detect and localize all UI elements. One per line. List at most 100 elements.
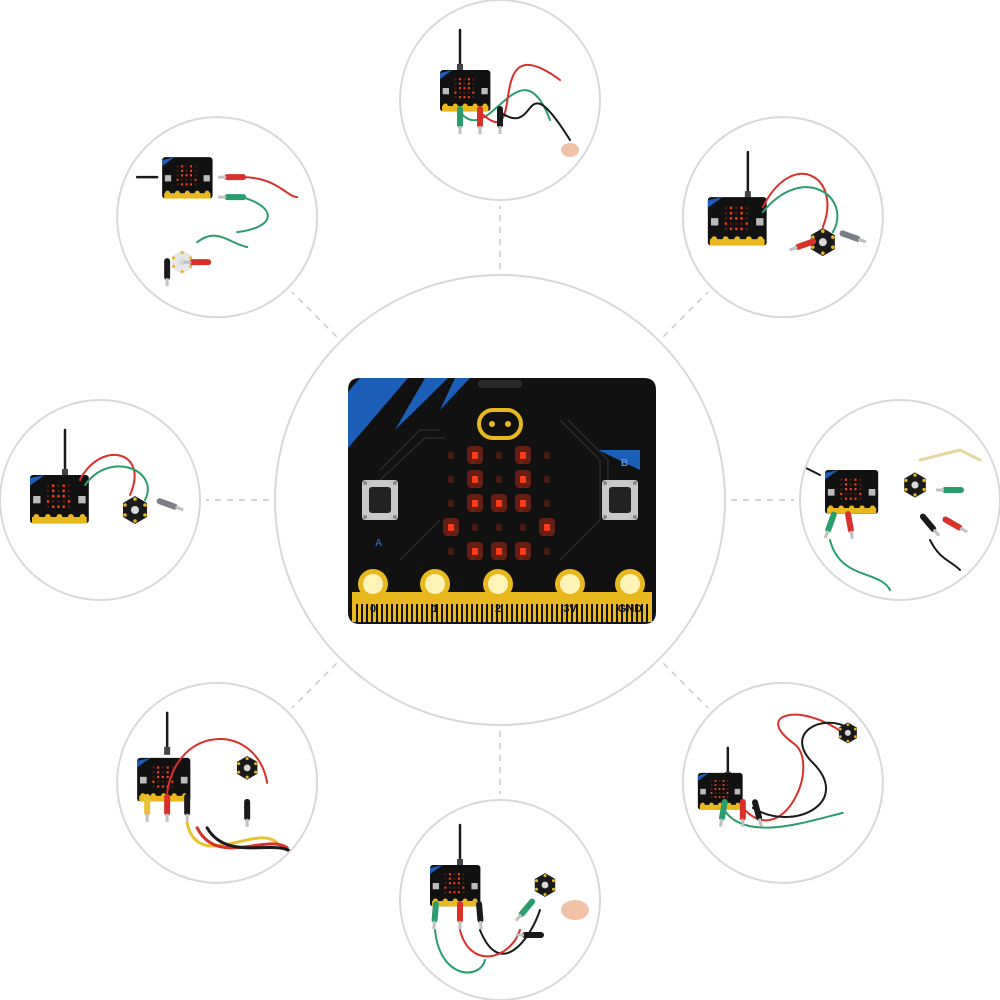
edge-tooth	[386, 604, 388, 622]
edge-tooth	[511, 604, 513, 622]
wire	[459, 929, 521, 958]
edge-tooth	[556, 604, 558, 622]
edge-tooth	[466, 604, 468, 622]
wire	[721, 806, 844, 829]
edge-tooth	[606, 604, 608, 622]
edge-tooth	[406, 604, 408, 622]
led-off	[448, 452, 454, 459]
led-on	[544, 524, 550, 531]
board-with-led-module	[135, 157, 299, 287]
edge-tooth	[456, 604, 458, 622]
finger	[561, 900, 589, 920]
pin-label: 3V	[563, 603, 577, 615]
edge-tooth	[636, 604, 638, 622]
edge-tooth	[521, 604, 523, 622]
circuit-traces	[379, 419, 609, 561]
pin-label: GND	[618, 603, 643, 615]
finger	[561, 143, 579, 157]
edge-tooth	[526, 604, 528, 622]
edge-tooth	[621, 604, 623, 622]
crocodile-clip	[457, 106, 463, 134]
mini-edge	[442, 106, 489, 112]
scene-left	[0, 399, 201, 601]
wire	[929, 539, 961, 571]
crocodile-clip	[497, 106, 503, 134]
edge-tooth	[641, 604, 643, 622]
pin-label: 1	[432, 603, 438, 615]
scene-circle	[799, 399, 1000, 601]
microbit-logo	[477, 408, 523, 440]
led-on	[520, 500, 526, 507]
wire	[761, 173, 829, 229]
pin-label: 0	[370, 603, 376, 615]
crocodile-clip	[514, 898, 536, 922]
pin-gnd[interactable]: GND	[615, 569, 645, 615]
blue-accent-left	[348, 378, 408, 448]
pin-3v[interactable]: 3V	[555, 569, 585, 615]
led-off	[448, 548, 454, 555]
crocodile-clip	[156, 498, 184, 512]
mini-board	[430, 865, 481, 907]
wire	[79, 454, 136, 496]
mini-board	[137, 757, 191, 802]
led-off	[520, 524, 526, 531]
led-on	[520, 452, 526, 459]
led-off	[544, 548, 550, 555]
crocodile-clip	[739, 798, 746, 827]
edge-tooth	[591, 604, 593, 622]
scene-bottom	[399, 799, 601, 1000]
button-b[interactable]	[602, 480, 638, 520]
edge-tooth	[581, 604, 583, 622]
crocodile-clip	[244, 798, 251, 827]
edge-tooth	[646, 604, 648, 622]
edge-tooth	[366, 604, 368, 622]
scene-circle	[681, 116, 884, 319]
crocodile-clip	[431, 901, 439, 930]
edge-tooth	[441, 604, 443, 622]
edge-tooth	[446, 604, 448, 622]
button-a[interactable]	[362, 480, 398, 520]
led-on	[472, 548, 478, 555]
crocodile-clip	[477, 106, 483, 134]
edge-tooth	[431, 604, 433, 622]
wire	[479, 909, 541, 955]
edge-tooth	[501, 604, 503, 622]
crocodile-clip	[839, 230, 867, 244]
edge-tooth	[571, 604, 573, 622]
button-b-label: B	[621, 458, 628, 469]
edge-tooth	[376, 604, 378, 622]
scene-circle	[399, 799, 601, 1000]
wire	[479, 63, 561, 124]
dashed-connector	[291, 291, 338, 338]
wire	[84, 465, 149, 501]
wire	[205, 826, 294, 855]
edge-tooth	[601, 604, 603, 622]
blue-accent-mid2	[440, 378, 470, 410]
blue-accent-mid	[395, 378, 448, 430]
dashed-connectors	[206, 206, 794, 794]
edge-tooth	[481, 604, 483, 622]
mini-edge	[699, 804, 741, 810]
pin-1[interactable]: 1	[420, 569, 450, 615]
led-off	[544, 500, 550, 507]
edge-tooth	[586, 604, 588, 622]
led-matrix	[443, 446, 555, 560]
edge-tooth	[426, 604, 428, 622]
mini-edge	[139, 795, 189, 802]
edge-tooth	[516, 604, 518, 622]
crocodile-clip	[942, 516, 968, 534]
crocodile-clip	[516, 932, 544, 938]
dashed-connector	[662, 291, 709, 338]
edge-tooth	[531, 604, 533, 622]
wire	[196, 234, 249, 249]
scene-top	[399, 0, 601, 201]
edge-tooth	[411, 604, 413, 622]
led-off	[496, 476, 502, 483]
crocodile-clip	[936, 487, 964, 493]
pin-0[interactable]: 0	[358, 569, 388, 615]
pin-2[interactable]: 2	[483, 569, 513, 615]
edge-tooth	[596, 604, 598, 622]
edge-tooth	[611, 604, 613, 622]
